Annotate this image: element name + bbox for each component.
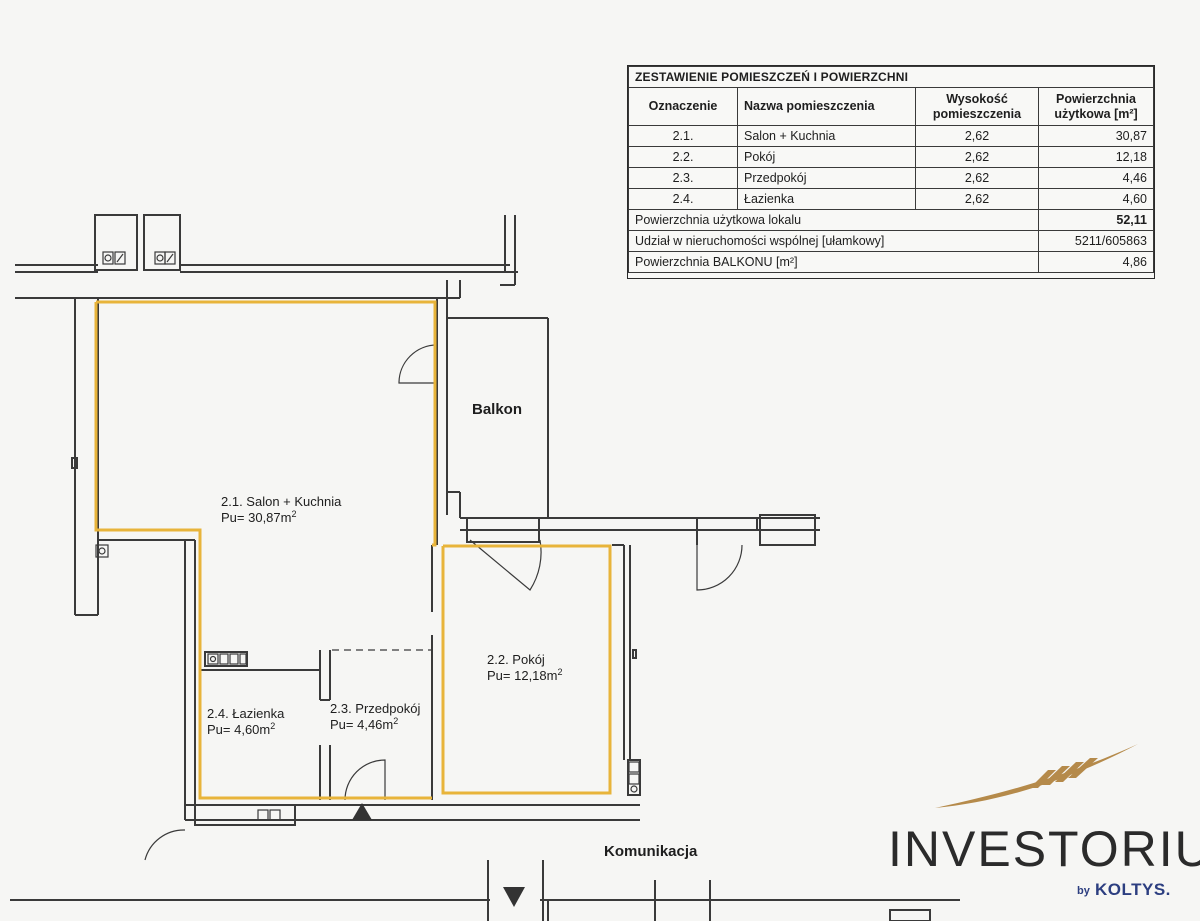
cell-area: 30,87 [1038,125,1154,147]
table-row: 2.3. Przedpokój 2,62 4,46 [628,167,1154,189]
share-row: Udział w nieruchomości wspólnej [ułamkow… [628,230,1154,252]
cell-code: 2.3. [628,167,738,189]
cell-name: Łazienka [737,188,916,210]
entrance-arrow-up-icon [352,803,372,820]
entrance-arrow-down-icon [503,887,525,907]
cell-height: 2,62 [915,125,1039,147]
room-label-pokoj: 2.2. Pokój Pu= 12,18m2 [487,652,562,683]
logo-swoosh-icon [935,744,1138,808]
komunikacja-label: Komunikacja [604,843,698,860]
cell-area: 4,60 [1038,188,1154,210]
cell-code: 2.4. [628,188,738,210]
cell-height: 2,62 [915,188,1039,210]
schedule-title: ZESTAWIENIE POMIESZCZEŃ I POWIERZCHNI [628,66,1154,88]
table-row: 2.2. Pokój 2,62 12,18 [628,146,1154,168]
room-label-salon: 2.1. Salon + Kuchnia Pu= 30,87m2 [221,494,342,525]
svg-text:Pu= 4,60m2: Pu= 4,60m2 [207,721,275,737]
svg-text:2.2. Pokój: 2.2. Pokój [487,652,545,667]
investorius-logo: INVESTORIUS by KOLTYS. [880,740,1200,910]
balcony-value: 4,86 [1038,251,1154,273]
room-label-przedpokoj: 2.3. Przedpokój Pu= 4,46m2 [330,701,420,732]
cell-area: 4,46 [1038,167,1154,189]
cell-name: Przedpokój [737,167,916,189]
cell-name: Pokój [737,146,916,168]
header-area: Powierzchnia użytkowa [m²] [1038,87,1154,126]
logo-brand: KOLTYS. [1095,880,1171,899]
walls [10,214,960,921]
total-value: 52,11 [1038,209,1154,231]
fixtures [95,251,640,821]
svg-text:2.3. Przedpokój: 2.3. Przedpokój [330,701,420,716]
header-code: Oznaczenie [628,87,738,126]
svg-text:2.1. Salon + Kuchnia: 2.1. Salon + Kuchnia [221,494,342,509]
share-value: 5211/605863 [1038,230,1154,252]
cell-code: 2.1. [628,125,738,147]
balcony-row: Powierzchnia BALKONU [m²] 4,86 [628,251,1154,273]
balkon-label: Balkon [472,401,522,418]
cell-name: Salon + Kuchnia [737,125,916,147]
svg-text:2.4. Łazienka: 2.4. Łazienka [207,706,285,721]
svg-text:Pu= 12,18m2: Pu= 12,18m2 [487,667,562,683]
share-label: Udział w nieruchomości wspólnej [ułamkow… [628,230,1039,252]
table-row: 2.1. Salon + Kuchnia 2,62 30,87 [628,125,1154,147]
balcony-label: Powierzchnia BALKONU [m²] [628,251,1039,273]
cell-height: 2,62 [915,146,1039,168]
table-row: 2.4. Łazienka 2,62 4,60 [628,188,1154,210]
cell-area: 12,18 [1038,146,1154,168]
svg-text:Pu= 30,87m2: Pu= 30,87m2 [221,509,296,525]
svg-text:Pu= 4,46m2: Pu= 4,46m2 [330,716,398,732]
total-label: Powierzchnia użytkowa lokalu [628,209,1039,231]
room-label-lazienka: 2.4. Łazienka Pu= 4,60m2 [207,706,285,737]
logo-name: INVESTORIUS [888,821,1200,877]
cell-code: 2.2. [628,146,738,168]
room-outlines [94,300,612,800]
header-height: Wysokość pomieszczenia [915,87,1039,126]
total-row: Powierzchnia użytkowa lokalu 52,11 [628,209,1154,231]
room-schedule-table: ZESTAWIENIE POMIESZCZEŃ I POWIERZCHNI Oz… [627,65,1155,279]
logo-by: by [1077,885,1090,897]
header-name: Nazwa pomieszczenia [737,87,916,126]
cell-height: 2,62 [915,167,1039,189]
